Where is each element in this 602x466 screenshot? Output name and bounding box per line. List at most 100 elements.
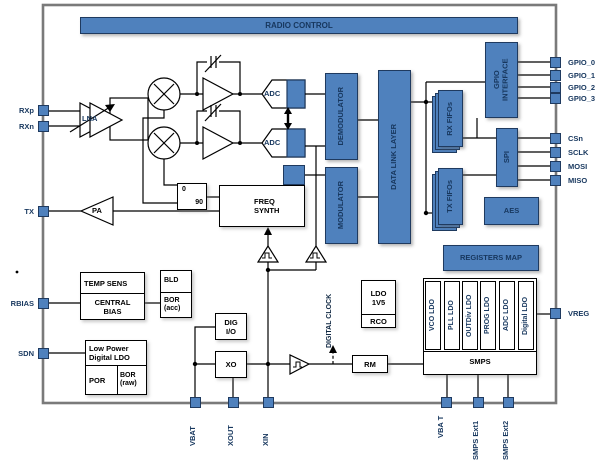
pin-xin-label: XIN	[261, 433, 270, 446]
rco-label: RCO	[370, 316, 387, 326]
smps-label: SMPS	[469, 357, 491, 366]
pin-gpio0-label: GPIO_0	[568, 58, 596, 67]
phase-splitter-block: 0 90	[177, 183, 207, 210]
pin-sclk-label: SCLK	[568, 148, 589, 157]
pin-vbat-label: VBAT	[188, 426, 197, 446]
smps-divider	[424, 351, 536, 352]
pin-vreg	[550, 308, 561, 319]
pin-rxp-label: RXp	[19, 106, 34, 115]
central-bias-cell: CENTRAL BIAS	[81, 294, 144, 319]
por-label: POR	[89, 375, 106, 385]
pin-xout-label: XOUT	[226, 425, 235, 446]
outdiv-ldo-cell: OUTDiv LDO	[462, 281, 478, 350]
adc2-label: ADC	[264, 138, 281, 147]
pin-sdn	[38, 348, 49, 359]
pin-vbat2	[441, 397, 452, 408]
pin-sdn-label: SDN	[18, 349, 34, 358]
ldo-1v5-cell: LDO 1V5	[362, 281, 395, 315]
pin-vbat2-label: VBA T	[436, 415, 445, 438]
pa-label: PA	[92, 206, 102, 215]
demodulator-block: DEMODULATOR	[325, 73, 358, 160]
prog-ldo-label: PROG LDO	[483, 296, 491, 335]
pga-amp-q	[202, 126, 235, 160]
pin-tx-label: TX	[24, 207, 34, 216]
pin-xin	[263, 397, 274, 408]
bld-bor-block: BLD BOR (acc)	[160, 270, 192, 318]
bor-raw-label: BOR (raw)	[120, 371, 137, 387]
bor-acc-cell: BOR (acc)	[161, 293, 191, 317]
radio-control-label: RADIO CONTROL	[265, 20, 333, 30]
pin-tx	[38, 206, 49, 217]
dig-io-label: DIG I/O	[224, 317, 238, 336]
data-link-layer-label: DATA LINK LAYER	[389, 124, 399, 190]
pga-amp-i	[202, 77, 235, 111]
adc1-label: ADC	[264, 89, 281, 98]
low-power-ldo-block: Low Power Digital LDO POR BOR (raw)	[85, 340, 147, 395]
pin-xout	[228, 397, 239, 408]
rm-block: RM	[352, 355, 388, 373]
registers-map-label: REGISTERS MAP	[459, 252, 523, 262]
freq-synth-top-block	[283, 165, 305, 185]
spi-block: SPI	[496, 128, 518, 187]
junction-dots	[15, 92, 429, 367]
phase-0-label: 0	[182, 186, 186, 193]
adc-ldo-label: ADC LDO	[502, 299, 510, 332]
radio-control-banner: RADIO CONTROL	[80, 17, 518, 34]
freq-synth-block: FREQ SYNTH	[219, 185, 305, 227]
central-bias-label: CENTRAL BIAS	[94, 297, 131, 316]
bld-cell: BLD	[161, 271, 191, 293]
bor-raw-cell: BOR (raw)	[118, 366, 146, 394]
temp-sens-label: TEMP SENS	[84, 278, 128, 288]
tx-fifos-block: TX FIFOs	[438, 168, 463, 225]
phase-90-label: 90	[195, 198, 203, 206]
wire-group	[15, 3, 558, 405]
central-bias-block: TEMP SENS CENTRAL BIAS	[80, 272, 145, 320]
outdiv-ldo-label: OUTDiv LDO	[465, 294, 473, 337]
digital-clock-label: DIGITAL CLOCK	[326, 293, 333, 348]
freq-synth-label: FREQ SYNTH	[254, 197, 280, 215]
registers-map-block: REGISTERS MAP	[443, 245, 539, 271]
rx-fifos-block: RX FIFOs	[438, 90, 463, 147]
xo-label: XO	[225, 360, 237, 369]
por-bor-row: POR BOR (raw)	[86, 366, 146, 394]
rco-cell: RCO	[362, 315, 395, 327]
dig-io-block: DIG I/O	[215, 313, 247, 340]
lna-label: LNA	[82, 114, 98, 123]
tx-fifos-label: TX FIFOs	[445, 180, 455, 213]
vco-ldo-cell: VCO LDO	[425, 281, 441, 350]
xo-block: XO	[215, 351, 247, 378]
demodulator-label: DEMODULATOR	[336, 87, 346, 146]
aes-block: AES	[484, 197, 539, 225]
gpio-interface-block: GPIO INTERFACE	[485, 42, 518, 118]
gpio-interface-label: GPIO INTERFACE	[491, 58, 510, 102]
prog-ldo-cell: PROG LDO	[480, 281, 496, 350]
pa-shape	[79, 196, 114, 226]
pll-ldo-label: PLL LDO	[447, 300, 455, 331]
pin-gpio1	[550, 70, 561, 81]
vco-ldo-label: VCO LDO	[428, 299, 436, 332]
clock-buffer-2	[304, 244, 328, 263]
pin-gpio0	[550, 57, 561, 68]
digital-ldo-label: Digital LDO	[521, 296, 529, 335]
pin-smps-ext2-label: SMPS Ext2	[501, 420, 510, 460]
pin-gpio2	[550, 82, 561, 93]
pin-gpio2-label: GPIO_2	[568, 83, 596, 92]
pin-mosi-label: MOSI	[568, 162, 588, 171]
adc-ldo-cell: ADC LDO	[499, 281, 515, 350]
digital-ldo-cell: Digital LDO	[518, 281, 534, 350]
modulator-block: MODULATOR	[325, 167, 358, 244]
pin-rxn	[38, 121, 49, 132]
pin-smps-ext1	[473, 397, 484, 408]
bld-label: BLD	[164, 277, 179, 285]
spi-label: SPI	[501, 151, 511, 164]
rm-label: RM	[364, 359, 376, 369]
pin-gpio3-label: GPIO_3	[568, 94, 596, 103]
pin-rxp	[38, 105, 49, 116]
ldo-1v5-rco-block: LDO 1V5 RCO	[361, 280, 396, 328]
pin-gpio3	[550, 93, 561, 104]
clock-buffer-1	[256, 244, 280, 263]
por-cell: POR	[86, 366, 118, 394]
pin-smps-ext2	[503, 397, 514, 408]
pin-csn	[550, 133, 561, 144]
